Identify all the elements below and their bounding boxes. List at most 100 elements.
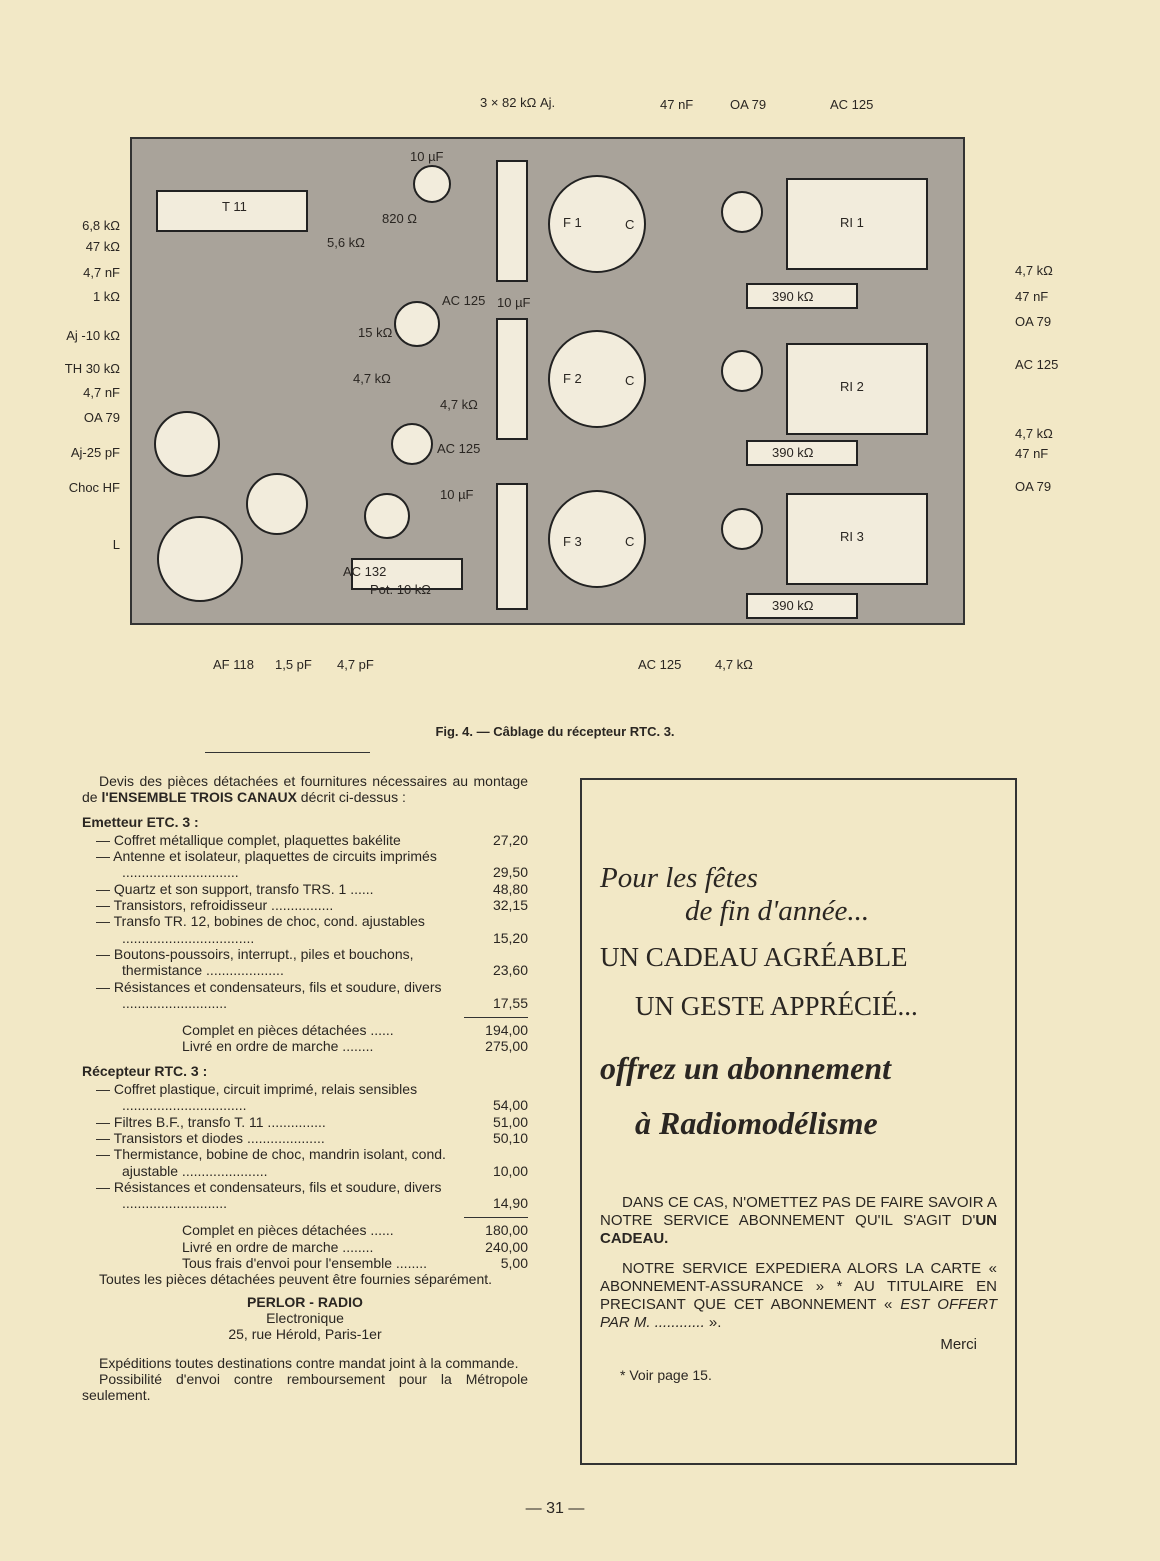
label-bottom: AC 125 <box>638 657 682 672</box>
board-drawing <box>154 160 928 619</box>
label-top: AC 125 <box>830 97 874 112</box>
item-price: 240,00 <box>485 1238 528 1255</box>
ad-thanks: Merci <box>940 1336 977 1353</box>
label-bottom: AF 118 <box>213 657 254 672</box>
label-inner: AC 132 <box>343 564 387 579</box>
vendor-name: PERLOR - RADIO <box>247 1293 363 1310</box>
cod-note: Possibilité d'envoi contre remboursement… <box>82 1370 528 1404</box>
quote-line-item: — Filtres B.F., transfo T. 11 ..........… <box>82 1114 528 1130</box>
label-inner: RI 2 <box>840 379 864 394</box>
ad-line-4: UN GESTE APPRÉCIÉ... <box>635 991 918 1021</box>
quote-total: Complet en pièces détachées ...... 194,00 <box>82 1022 528 1038</box>
item-description: Complet en pièces détachées ...... <box>182 1022 394 1039</box>
item-price: 180,00 <box>485 1222 528 1239</box>
item-description: — Transistors, refroidisseur ...........… <box>96 897 334 914</box>
label-right: 47 nF <box>1015 289 1049 304</box>
label-inner: AC 125 <box>442 293 486 308</box>
label-top: OA 79 <box>730 97 767 112</box>
quote-line-item: — Résistances et condensateurs, fils et … <box>82 979 528 1012</box>
label-right: 4,7 kΩ <box>1015 263 1053 278</box>
label-inner: Pot. 10 kΩ <box>370 582 432 597</box>
item-description: — Transistors et diodes ................… <box>96 1129 325 1146</box>
ad-footnote: * Voir page 15. <box>620 1367 712 1383</box>
separate-parts-note: Toutes les pièces détachées peuvent être… <box>99 1271 493 1288</box>
item-price: 32,15 <box>492 897 528 914</box>
label-inner: 390 kΩ <box>772 598 814 613</box>
quote-line-item: — Boutons-poussoirs, interrupt., piles e… <box>82 946 528 979</box>
label-inner: 15 kΩ <box>358 325 393 340</box>
item-price: 15,20 <box>492 929 528 946</box>
label-inner: C <box>625 217 635 232</box>
label-inner: 390 kΩ <box>772 445 814 460</box>
transformer-t11 <box>156 190 308 232</box>
label-left: 1 kΩ <box>92 289 120 304</box>
ad-line-6: à Radiomodélisme <box>635 1105 878 1141</box>
label-right: 4,7 kΩ <box>1015 426 1053 441</box>
item-description: — Filtres B.F., transfo T. 11 ..........… <box>96 1113 326 1130</box>
item-price: 14,90 <box>492 1195 528 1212</box>
label-inner: RI 3 <box>840 529 864 544</box>
parts-quote: Devis des pièces détachées et fourniture… <box>82 773 528 1403</box>
item-description: Livré en ordre de marche ........ <box>182 1238 374 1255</box>
label-left: L <box>112 537 120 552</box>
item-price: 17,55 <box>492 994 528 1011</box>
recepteur-heading: Récepteur RTC. 3 : <box>82 1062 208 1079</box>
label-top: 47 nF <box>660 97 694 112</box>
quote-line-item: — Coffret plastique, circuit imprimé, re… <box>82 1081 528 1114</box>
item-description: Livré en ordre de marche ........ <box>182 1038 374 1055</box>
label-inner: 390 kΩ <box>772 289 814 304</box>
quote-line-item: — Transistors et diodes ................… <box>82 1130 528 1146</box>
label-inner: T 11 <box>222 199 247 214</box>
label-inner: F 1 <box>563 215 582 230</box>
label-left: Choc HF <box>68 480 120 495</box>
quote-intro: Devis des pièces détachées et fourniture… <box>82 773 528 806</box>
item-description: — Coffret plastique, circuit imprimé, re… <box>96 1081 418 1114</box>
label-inner: 4,7 kΩ <box>353 371 391 386</box>
figure-caption: Fig. 4. — Câblage du récepteur RTC. 3. <box>435 724 675 739</box>
label-inner: 10 µF <box>410 149 444 164</box>
label-left: 6,8 kΩ <box>82 218 120 233</box>
label-inner: C <box>625 373 635 388</box>
circuit-board-diagram <box>130 137 965 625</box>
label-left: 47 kΩ <box>85 239 120 254</box>
item-description: Complet en pièces détachées ...... <box>182 1222 394 1239</box>
quote-total: Tous frais d'envoi pour l'ensemble .....… <box>82 1255 528 1271</box>
item-price: 48,80 <box>492 880 528 897</box>
label-inner: 4,7 kΩ <box>440 397 478 412</box>
item-price: 10,00 <box>492 1162 528 1179</box>
label-left: 4,7 nF <box>83 385 120 400</box>
item-price: 5,00 <box>500 1255 528 1272</box>
page-number: — 31 — <box>525 1500 585 1517</box>
item-description: — Thermistance, bobine de choc, mandrin … <box>96 1146 446 1179</box>
label-bottom: 4,7 kΩ <box>715 657 753 672</box>
vendor-address: 25, rue Hérold, Paris-1er <box>228 1326 382 1343</box>
quote-line-item: — Coffret métallique complet, plaquettes… <box>82 832 528 848</box>
item-price: 27,20 <box>492 831 528 848</box>
label-right: 47 nF <box>1015 446 1049 461</box>
ad-paragraph-1: DANS CE CAS, N'OMETTEZ PAS DE FAIRE SAVO… <box>600 1194 997 1247</box>
label-bottom: 4,7 pF <box>337 657 374 672</box>
shipping-note: Expéditions toutes destinations contre m… <box>99 1354 519 1371</box>
item-description: — Résistances et condensateurs, fils et … <box>96 978 442 1011</box>
label-inner: F 2 <box>563 371 582 386</box>
vendor-subtitle: Electronique <box>266 1309 344 1326</box>
label-bottom: 1,5 pF <box>275 657 312 672</box>
quote-line-item: — Transfo TR. 12, bobines de choc, cond.… <box>82 913 528 946</box>
label-inner: 820 Ω <box>382 211 418 226</box>
label-left: 4,7 nF <box>83 265 120 280</box>
quote-line-item: — Thermistance, bobine de choc, mandrin … <box>82 1146 528 1179</box>
label-right: OA 79 <box>1015 314 1052 329</box>
label-trimmer-resistors: 3 × 82 kΩ Aj. <box>480 95 556 110</box>
label-left: Aj -10 kΩ <box>66 328 120 343</box>
item-price: 54,00 <box>492 1097 528 1114</box>
ad-line-2: de fin d'année... <box>685 895 870 927</box>
divider <box>205 752 370 753</box>
item-price: 23,60 <box>492 962 528 979</box>
item-description: — Résistances et condensateurs, fils et … <box>96 1178 442 1212</box>
quote-total: Livré en ordre de marche ........ 240,00 <box>82 1239 528 1255</box>
ad-paragraph-2: NOTRE SERVICE EXPEDIERA ALORS LA CARTE «… <box>600 1260 998 1331</box>
item-price: 275,00 <box>485 1038 528 1055</box>
item-price: 194,00 <box>485 1022 528 1039</box>
item-description: Tous frais d'envoi pour l'ensemble .....… <box>182 1255 428 1272</box>
